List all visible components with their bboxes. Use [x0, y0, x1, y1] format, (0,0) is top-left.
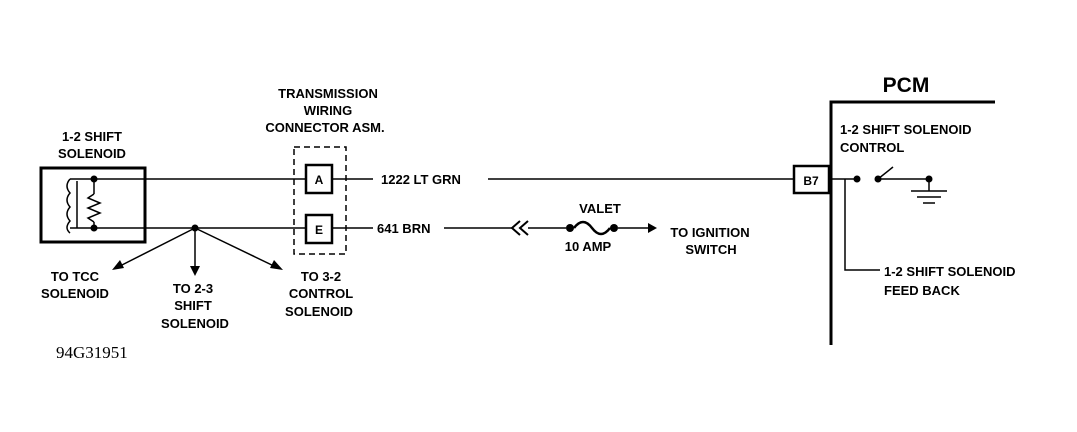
figure-reference: 94G31951	[56, 343, 128, 362]
branch-2-3-line2: SHIFT	[174, 298, 212, 313]
branch-2-3-line1: TO 2-3	[173, 281, 213, 296]
wire-label-1222-lt-grn: 1222 LT GRN	[381, 172, 461, 187]
pcm-control-line2: CONTROL	[840, 140, 904, 155]
solenoid-resistor-icon	[86, 193, 102, 223]
ignition-line1: TO IGNITION	[670, 225, 749, 240]
fuse-icon	[573, 220, 611, 236]
pcm-control-line1: 1-2 SHIFT SOLENOID	[840, 122, 971, 137]
arrow-to-2-3-icon	[190, 266, 200, 276]
solenoid-label-line1: 1-2 SHIFT	[62, 129, 122, 144]
branch-2-3-line3: SOLENOID	[161, 316, 229, 331]
connector-label-line3: CONNECTOR ASM.	[265, 120, 384, 135]
branch-tcc-line1: TO TCC	[51, 269, 100, 284]
connector-outline	[293, 146, 347, 255]
shift-solenoid-1-2: 1-2 SHIFT SOLENOID	[39, 129, 147, 244]
wire-label-641-brn: 641 BRN	[377, 221, 430, 236]
connector-label-line2: WIRING	[304, 103, 352, 118]
ground-icon	[911, 190, 947, 204]
connector-pin-e	[304, 213, 334, 245]
arrow-to-3-2-icon	[270, 260, 283, 270]
valet-fuse: VALET 10 AMP TO IGNITION SWITCH	[510, 201, 750, 257]
connector-pin-a-label: A	[315, 173, 324, 187]
pcm-feedback-line1: 1-2 SHIFT SOLENOID	[884, 264, 1015, 279]
pcm-pin-b7-label: B7	[803, 174, 819, 188]
pcm-pin-b7	[792, 164, 831, 195]
branch-3-2-line3: SOLENOID	[285, 304, 353, 319]
wire-641-brn: 641 BRN	[94, 221, 512, 236]
solenoid-coil-icon	[66, 178, 71, 234]
solenoid-label-line2: SOLENOID	[58, 146, 126, 161]
switch-icon	[877, 166, 894, 180]
branch-tcc-line2: SOLENOID	[41, 286, 109, 301]
fuse-rating: 10 AMP	[565, 239, 612, 254]
fuse-name: VALET	[579, 201, 621, 216]
wire-1222-lt-grn: 1222 LT GRN	[94, 172, 794, 187]
pcm-feedback-line2: FEED BACK	[884, 283, 960, 298]
connector-pin-a	[304, 163, 334, 195]
ignition-line2: SWITCH	[685, 242, 736, 257]
branch-3-2-line1: TO 3-2	[301, 269, 341, 284]
transmission-connector: TRANSMISSION WIRING CONNECTOR ASM. A E	[265, 86, 385, 255]
pcm-outline	[829, 100, 995, 345]
connector-label-line1: TRANSMISSION	[278, 86, 378, 101]
double-chevron-icon	[510, 220, 529, 236]
arrow-to-ignition-icon	[648, 223, 657, 233]
pcm: PCM B7 1-2 SHIFT SOLENOID CONTROL 1-2 SH…	[792, 74, 1015, 345]
arrow-to-tcc-icon	[112, 260, 124, 270]
solenoid-box	[39, 166, 147, 244]
branch-arrows	[112, 227, 283, 276]
branch-3-2-line2: CONTROL	[289, 286, 353, 301]
pcm-title: PCM	[883, 74, 930, 97]
connector-pin-e-label: E	[315, 223, 323, 237]
